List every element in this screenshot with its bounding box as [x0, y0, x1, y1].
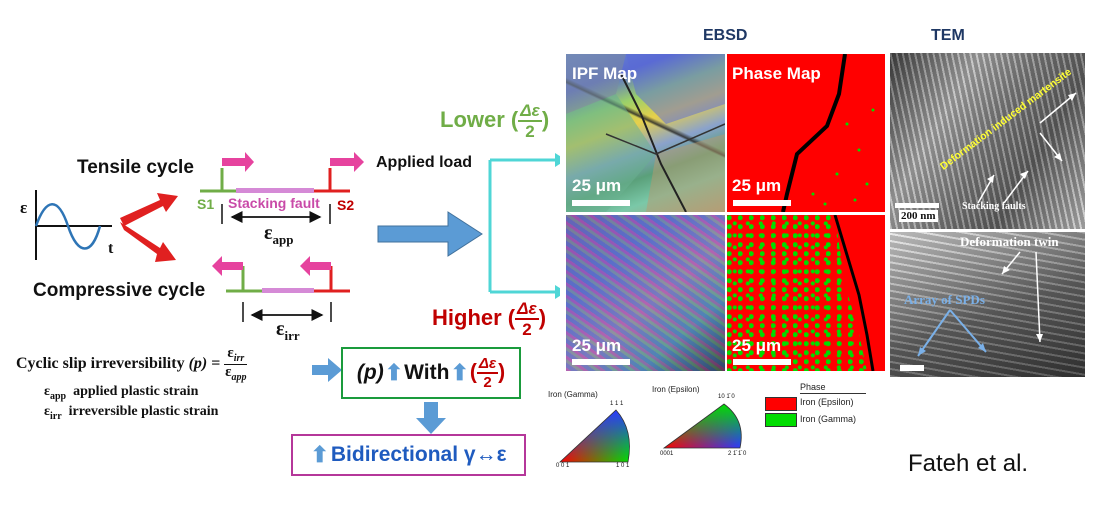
- ipf-map-higher: [566, 215, 725, 371]
- tem-header: TEM: [931, 27, 965, 44]
- sine-wave: [34, 203, 102, 250]
- stacking-faults-label: Stacking faults: [962, 201, 1026, 212]
- branch-arrow-lower: [555, 285, 560, 299]
- epsilon-top-index: 10 1̄ 0: [718, 394, 735, 400]
- branch-arrow-upper: [555, 153, 560, 167]
- stacking-fault-label: Stacking fault: [228, 195, 320, 211]
- eps-app-label: εapp: [264, 222, 294, 247]
- phase-swatch-gamma: [765, 413, 797, 427]
- def-eps-app: εapp applied plastic strain: [44, 384, 199, 402]
- fork-arrow-up: [120, 193, 178, 226]
- tem-image-lower: Deformation twin Array of SPDs: [890, 232, 1085, 377]
- scale-label-ipf-lower: 25 μm: [572, 176, 622, 195]
- strain-symbol: ε: [20, 198, 28, 217]
- up-arrow-icon: ⬆: [384, 360, 404, 385]
- gamma-top-index: 1 1 1: [610, 401, 624, 407]
- fork-arrow-down: [120, 222, 176, 262]
- gamma-legend-title: Iron (Gamma): [548, 390, 598, 399]
- tensile-cycle-label: Tensile cycle: [77, 157, 194, 178]
- s2-label: S2: [337, 197, 355, 213]
- slip-irreversibility-equation: Cyclic slip irreversibility (p) = εirr ε…: [16, 345, 248, 383]
- def-eps-irr: εirr irreversible plastic strain: [44, 404, 219, 422]
- shear-arrow-c2: [300, 256, 331, 276]
- compressive-cycle-label: Compressive cycle: [33, 280, 206, 301]
- schematic-graphics: [34, 152, 560, 434]
- phase-map-lower: [727, 54, 885, 212]
- scale-label-ipf-higher: 25 μm: [572, 336, 622, 355]
- epsilon-br-index: 2 1̄ 1̄ 0: [728, 451, 747, 457]
- epsilon-bl-index: 0001: [660, 451, 674, 457]
- up-arrow-icon: ⬆: [450, 360, 469, 385]
- eps-irr-label: εirr: [276, 318, 300, 343]
- epsilon-legend-title: Iron (Epsilon): [652, 385, 700, 394]
- shear-arrow-c1: [212, 256, 243, 276]
- phase-map-label: Phase Map: [732, 64, 821, 83]
- time-symbol: t: [108, 240, 114, 257]
- spd-label: Array of SPDs: [904, 292, 985, 307]
- bidirectional-box: ⬆ Bidirectional γ↔ε: [291, 434, 526, 476]
- shear-arrow-s2: [330, 152, 364, 172]
- gamma-bl-index: 0 0 1: [556, 463, 570, 469]
- credit-label: Fateh et al.: [908, 450, 1029, 477]
- phase-map-higher: [727, 215, 885, 371]
- tem-scale-label: 200 nm: [899, 210, 938, 222]
- phase-swatch-epsilon: [765, 397, 797, 411]
- tem-image-upper: Deformation induced martensite Stacking …: [890, 53, 1085, 229]
- scale-label-phase-higher: 25 μm: [732, 336, 782, 355]
- up-arrow-icon: ⬆: [310, 442, 329, 467]
- ipf-map-label: IPF Map: [572, 64, 638, 83]
- shear-arrow-s1: [222, 152, 254, 172]
- phase-legend-title: Phase: [800, 382, 866, 394]
- deformation-twin-label: Deformation twin: [960, 234, 1059, 249]
- big-right-arrow: [377, 211, 483, 257]
- ipf-map-lower: [566, 54, 725, 212]
- gamma-br-index: 1 0 1: [616, 463, 630, 469]
- phase-legend-epsilon: Iron (Epsilon): [800, 397, 854, 407]
- ebsd-header: EBSD: [703, 27, 748, 44]
- applied-load-label: Applied load: [376, 154, 472, 171]
- down-arrow: [416, 402, 446, 434]
- gamma-ipf-triangle: [558, 409, 630, 463]
- s1-label: S1: [197, 196, 215, 212]
- equation-arrow: [312, 358, 342, 382]
- scale-label-phase-lower: 25 μm: [732, 176, 782, 195]
- phase-legend-gamma: Iron (Gamma): [800, 414, 857, 424]
- epsilon-ipf-triangle: [662, 403, 742, 449]
- stacking-fault-bar: [236, 188, 314, 193]
